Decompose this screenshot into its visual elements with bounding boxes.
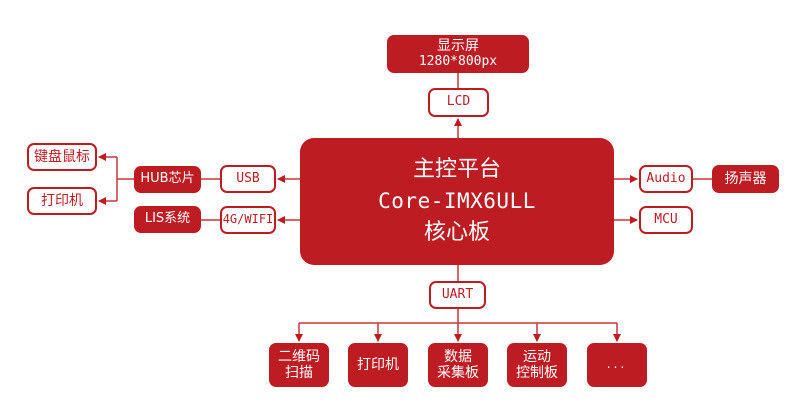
audio-label: Audio bbox=[646, 170, 686, 186]
device-box-qr-scanner: 二维码 扫描 bbox=[269, 343, 329, 387]
printer-label-left: 打印机 bbox=[41, 192, 83, 209]
main-platform-box: 主控平台 Core-IMX6ULL 核心板 bbox=[300, 138, 614, 265]
usb-label: USB bbox=[236, 170, 260, 186]
hub-chip-label: HUB芯片 bbox=[140, 171, 195, 187]
device-box-motion-control: 运动 控制板 bbox=[507, 343, 567, 387]
mcu-label: MCU bbox=[654, 211, 678, 227]
uart-box: UART bbox=[429, 281, 486, 309]
keyboard-mouse-box: 键盘鼠标 bbox=[27, 143, 97, 171]
device-label-line2: 扫描 bbox=[285, 365, 313, 381]
device-label-line2: 控制板 bbox=[516, 365, 558, 381]
device-box-data-acquisition: 数据 采集板 bbox=[428, 343, 488, 387]
usb-box: USB bbox=[220, 165, 276, 193]
device-box-printer: 打印机 bbox=[348, 343, 408, 387]
device-label-line1: 数据 bbox=[444, 348, 472, 365]
main-subtitle: 核心板 bbox=[423, 219, 490, 245]
audio-box: Audio bbox=[639, 165, 693, 193]
display-title: 显示屏 bbox=[437, 38, 479, 55]
lcd-label: LCD bbox=[446, 94, 471, 110]
uart-label: UART bbox=[441, 286, 474, 302]
display-resolution: 1280*800px bbox=[418, 53, 498, 69]
device-box-more: ... bbox=[587, 343, 647, 387]
mcu-box: MCU bbox=[639, 206, 693, 234]
device-label-line1: 二维码 bbox=[278, 348, 320, 365]
wifi-box: 4G/WIFI bbox=[220, 206, 276, 234]
device-label-line1: 打印机 bbox=[357, 356, 399, 373]
device-label-more: ... bbox=[606, 357, 628, 372]
keyboard-mouse-label: 键盘鼠标 bbox=[34, 148, 90, 165]
wifi-label: 4G/WIFI bbox=[222, 212, 274, 227]
lis-system-box: LIS系统 bbox=[134, 206, 201, 233]
device-label-line1: 运动 bbox=[523, 348, 551, 365]
speaker-box: 扬声器 bbox=[712, 165, 779, 193]
device-label-line2: 采集板 bbox=[437, 365, 479, 381]
printer-box-left: 打印机 bbox=[27, 187, 97, 215]
lis-system-label: LIS系统 bbox=[144, 211, 191, 227]
main-model: Core-IMX6ULL bbox=[378, 189, 536, 214]
hub-chip-box: HUB芯片 bbox=[134, 166, 201, 193]
display-box: 显示屏 1280*800px bbox=[387, 35, 529, 73]
speaker-label: 扬声器 bbox=[724, 170, 767, 187]
main-title: 主控平台 bbox=[412, 157, 501, 183]
lcd-box: LCD bbox=[428, 88, 489, 117]
